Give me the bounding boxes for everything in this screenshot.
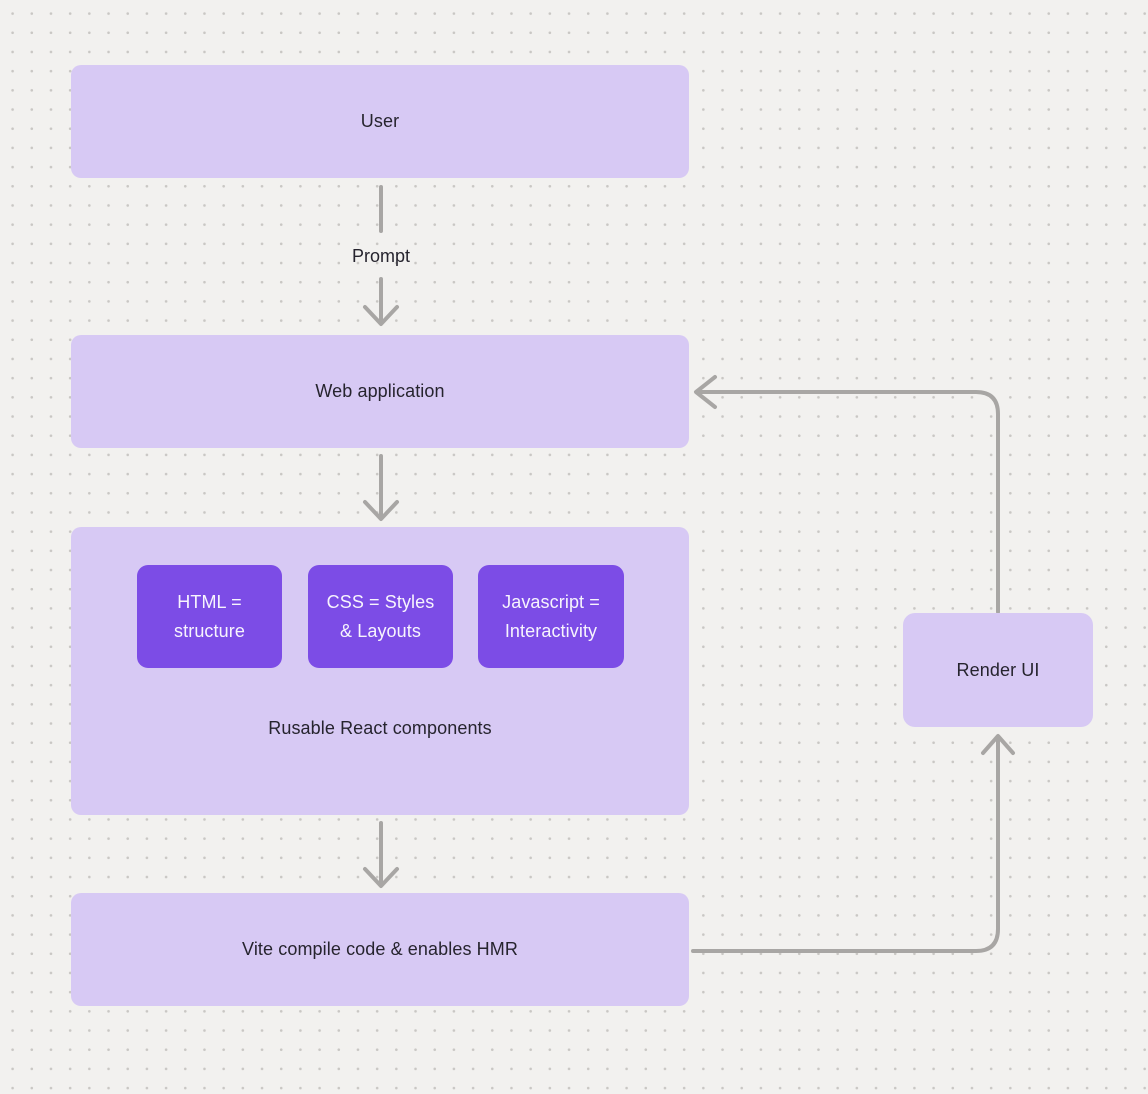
edge-user-to-webapp-segment2 <box>363 277 399 326</box>
components-container-caption: Rusable React components <box>268 718 492 738</box>
node-html: HTML = structure <box>137 565 282 668</box>
edge-components-to-vite <box>363 821 399 888</box>
node-vite: Vite compile code & enables HMR <box>71 893 689 1006</box>
node-web-application: Web application <box>71 335 689 448</box>
node-javascript: Javascript = Interactivity <box>478 565 624 668</box>
edge-webapp-to-components <box>363 454 399 521</box>
node-css-label: CSS = Styles & Layouts <box>326 591 435 641</box>
node-render-ui: Render UI <box>903 613 1093 727</box>
node-user: User <box>71 65 689 178</box>
node-html-label: HTML = structure <box>174 591 245 641</box>
node-web-application-label: Web application <box>315 381 445 401</box>
node-javascript-label: Javascript = Interactivity <box>502 591 600 641</box>
node-user-label: User <box>360 111 400 131</box>
edge-renderui-to-webapp <box>694 375 1000 614</box>
node-render-ui-label: Render UI <box>956 659 1040 680</box>
node-components-container: HTML = structure CSS = Styles & Layouts … <box>71 527 689 815</box>
node-vite-label: Vite compile code & enables HMR <box>242 939 518 959</box>
edge-label-prompt: Prompt <box>351 246 411 266</box>
edge-vite-to-renderui <box>691 734 1015 953</box>
node-css: CSS = Styles & Layouts <box>308 565 453 668</box>
